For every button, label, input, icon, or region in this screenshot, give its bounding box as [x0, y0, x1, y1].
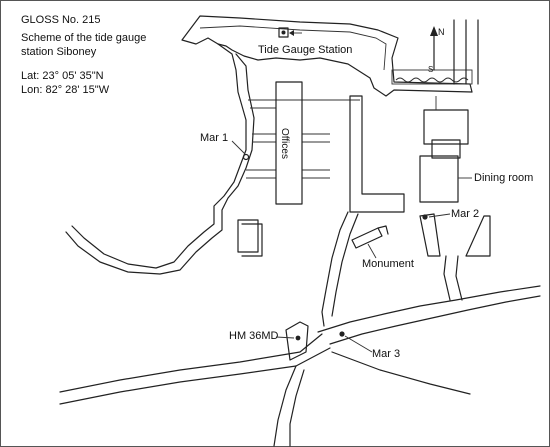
road-lower-right — [331, 351, 471, 395]
pier-left-triangle — [419, 213, 441, 257]
pier-inner-edge — [199, 25, 387, 71]
mar3-label: Mar 3 — [372, 348, 401, 360]
dining-room-label: Dining room — [474, 172, 534, 184]
title-line-2: station Siboney — [21, 46, 97, 58]
dining-room-building — [419, 155, 459, 203]
road-diagonal-2 — [329, 295, 541, 345]
pier-outline — [181, 15, 473, 97]
road-upper-edge — [321, 211, 349, 327]
south-mark: S — [428, 65, 433, 74]
mar3-marker — [339, 331, 345, 337]
long-building — [349, 95, 405, 213]
road-lower-left-2 — [59, 347, 331, 405]
annex-top — [423, 109, 469, 145]
monument-label: Monument — [362, 258, 414, 270]
shoreline-inner — [65, 53, 255, 275]
mar1-leader — [231, 140, 246, 155]
road-lower-left — [59, 333, 323, 393]
hm36md-label: HM 36MD — [229, 330, 279, 342]
latitude: Lat: 23° 05' 35"N — [21, 70, 104, 82]
north-label: N — [438, 27, 445, 37]
mar2-marker — [422, 214, 428, 220]
hm36md-structure — [285, 321, 309, 361]
mar3-leader — [344, 335, 373, 353]
mar1-label: Mar 1 — [200, 132, 229, 144]
tide-gauge-marker — [281, 30, 286, 35]
station-id: GLOSS No. 215 — [21, 14, 101, 26]
road-upper-edge-2 — [331, 213, 359, 317]
annex-connector — [431, 139, 461, 159]
pier-right-triangle — [465, 215, 491, 257]
shoreline-outer — [71, 43, 247, 269]
hm36md-marker — [295, 335, 301, 341]
mar2-leader — [428, 213, 451, 218]
monument-leader — [367, 243, 377, 259]
longitude: Lon: 82° 28' 15"W — [21, 84, 110, 96]
water-hatch — [395, 77, 469, 83]
tide-gauge-hut — [278, 27, 289, 38]
quay-basin — [391, 69, 473, 85]
road-south-2 — [289, 369, 305, 447]
title-line-1: Scheme of the tide gauge — [21, 32, 147, 44]
road-south — [273, 365, 297, 447]
road-diagonal-1 — [317, 285, 541, 333]
offices-building — [275, 81, 303, 205]
tide-gauge-arrowhead — [289, 30, 294, 36]
tide-gauge-station-label: Tide Gauge Station — [258, 44, 353, 56]
road-branch-right — [443, 255, 463, 301]
mar2-label: Mar 2 — [451, 208, 480, 220]
mar1-marker — [242, 153, 250, 161]
north-arrow-head — [430, 26, 438, 36]
monument — [351, 225, 389, 249]
hm36md-leader — [275, 336, 295, 339]
small-building — [237, 219, 263, 257]
